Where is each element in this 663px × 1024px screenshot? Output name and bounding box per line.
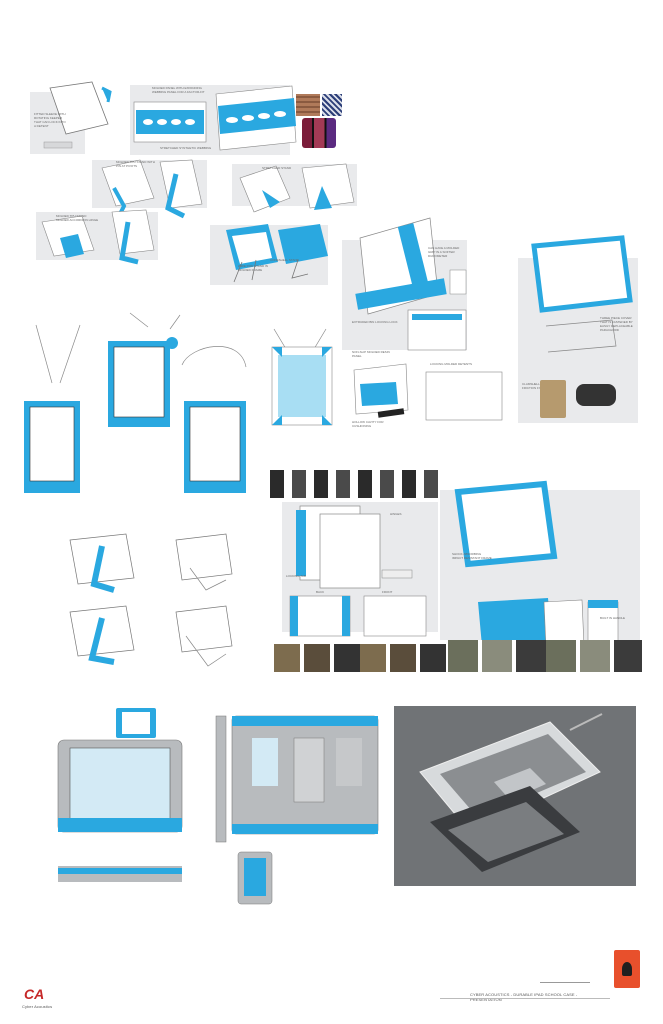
note-13: Hollow cavity for cushioning [352,420,384,428]
material-photo-strip-2 [448,640,642,672]
stretched-stand-sketch [239,163,355,213]
note-8: Coneshell stand [270,258,299,262]
fabric-swatch-brick [296,94,320,116]
webbing-sketch [133,85,297,151]
note-7: Wire rod stand in molded frame [238,264,268,272]
note-1: Fitted sleeve with rotating keeper that … [34,112,66,128]
note-5: Stretched stand [262,166,292,170]
impact-frame-sketch [454,480,619,649]
badge-figure-icon [622,962,632,976]
wine-tote-photo [302,118,336,148]
note-18: Front [382,590,393,594]
note-14: Three piece cover that is fastened by ea… [600,316,633,332]
note-6: Molded TPU stand molded accordion hinge [56,214,99,222]
electronics-photo-strip [270,470,440,498]
note-16: Locking tab [286,574,306,578]
accordion-sketch [41,209,155,265]
note-17: Back [316,590,325,594]
note-20: Built in handle [600,616,626,620]
note-3: Stretched synthetic webbing [160,146,212,150]
lanyard-cases [24,312,333,493]
note-4: Molded TPU stand with pin at pivots [116,160,155,168]
pouch-photo [576,384,616,406]
note-12: Locking molded detents [430,362,473,366]
note-21: Hinges [390,512,402,516]
sleeve-sketch [43,81,112,149]
note-19: Shock absorbing impact resistant frame [452,552,492,560]
note-10: Extruded bin locking lock [352,320,398,324]
note-11: Non-slip molded resin panel [352,350,390,358]
grip-sketch [353,217,503,421]
holster-photo [540,380,566,418]
footer-rule [440,998,610,999]
stand-variants-sketch [69,533,233,667]
signature [540,982,590,983]
note-2: Molded panel with expanding webbing pane… [152,86,205,94]
tpu-stand-sketch [101,159,203,223]
fabric-swatch-wave [322,94,342,116]
note-15: Clamshell and friction fits [522,382,547,390]
footer-title: CYBER ACOUSTICS - DURABLE IPAD SCHOOL CA… [470,992,578,1002]
material-photo-strip-1 [274,644,446,672]
render-case [419,713,603,872]
brand-logo: CA [24,986,45,1002]
brand-name: Cyber Acoustics [22,1004,53,1009]
hinge-case-sketch [289,505,427,637]
final-case-drawings [57,708,379,905]
wire-stand-sketch [226,224,328,283]
note-9: Can have a molded grip in a softer durom… [428,246,460,258]
parachord-sketch [531,235,633,353]
